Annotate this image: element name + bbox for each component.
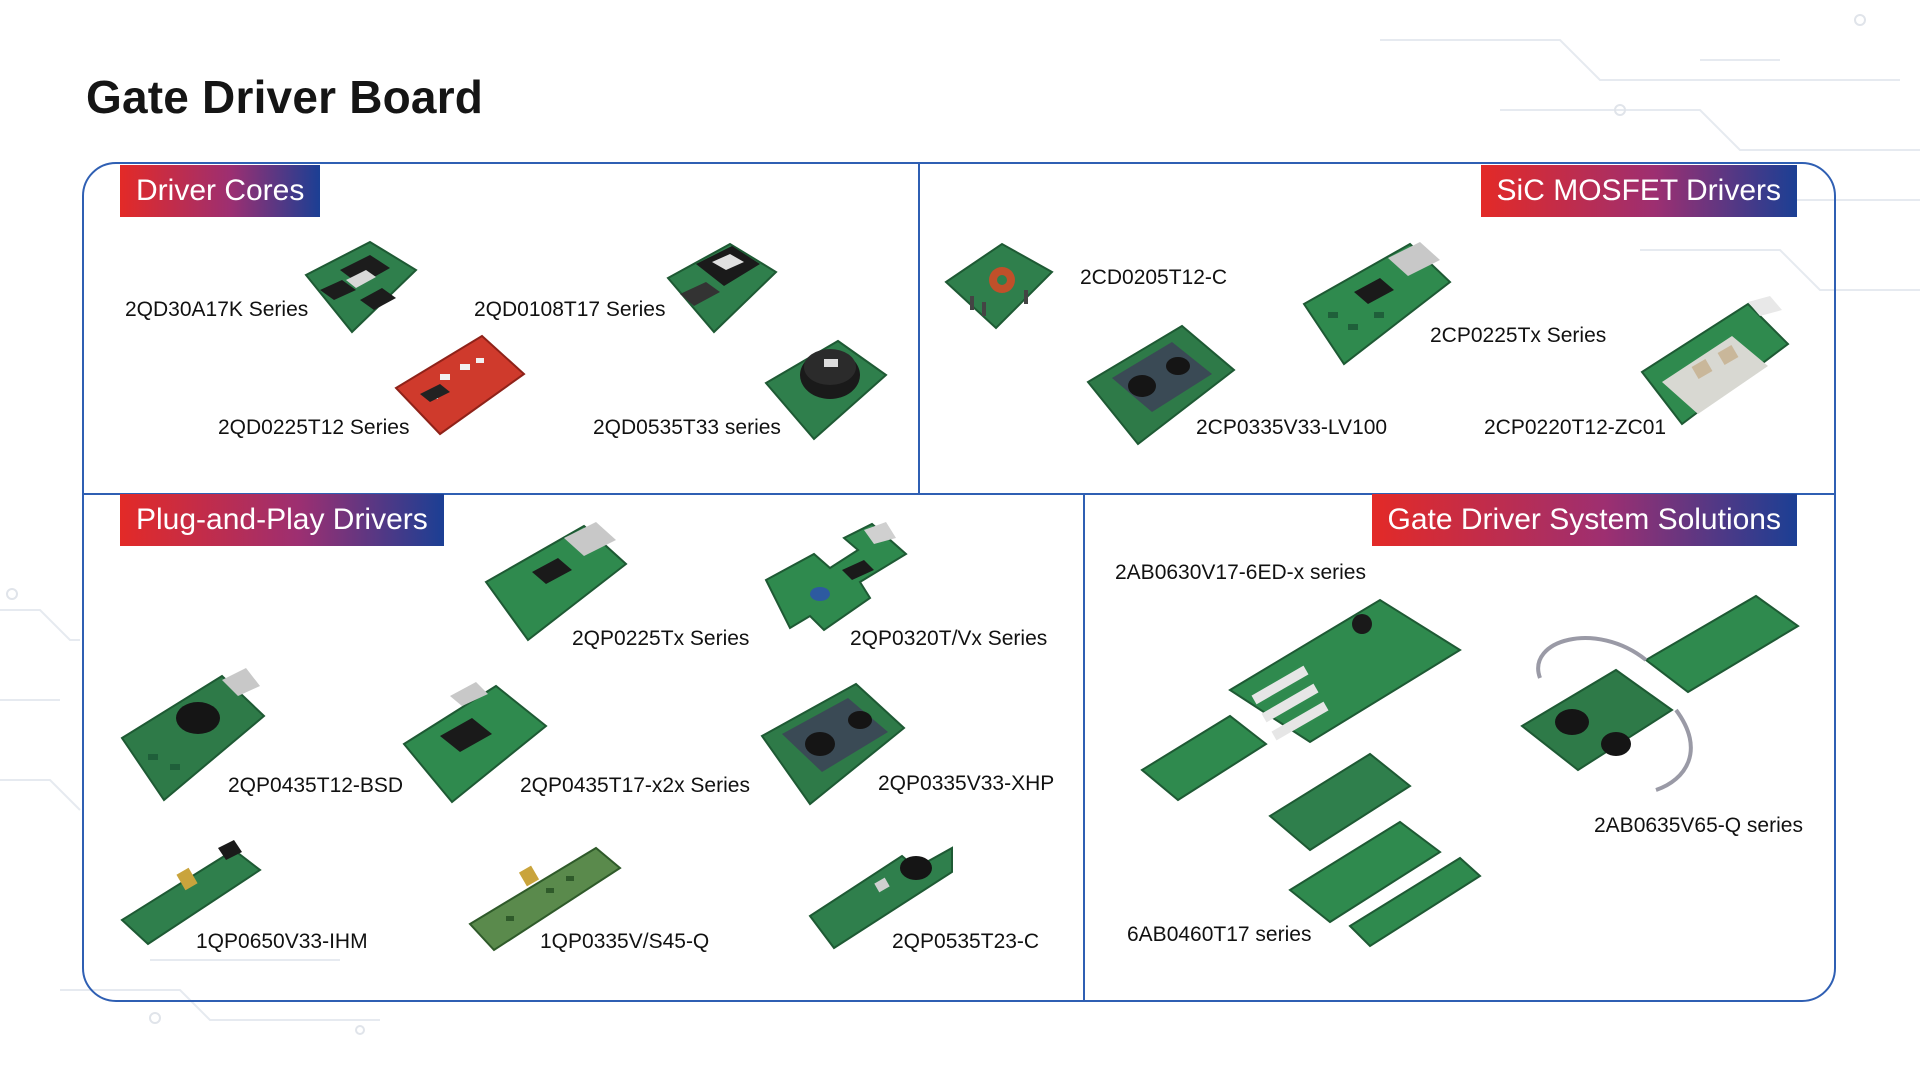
section-title-gate-driver-system-solutions: Gate Driver System Solutions: [1371, 494, 1797, 546]
board-image-2qp0320t-vx: [764, 522, 908, 632]
product-label: 6AB0460T17 series: [1127, 923, 1312, 946]
product-label: 2CP0225Tx Series: [1430, 324, 1607, 347]
product-label: 2QP0320T/Vx Series: [850, 627, 1048, 650]
section-title-sic-mosfet-drivers: SiC MOSFET Drivers: [1480, 165, 1797, 217]
product-label: 2QD0108T17 Series: [474, 298, 666, 321]
product-label: 2QP0435T12-BSD: [228, 774, 404, 797]
board-image-2qp0335v33-xhp: [760, 682, 906, 806]
board-image-2qd0108t17: [666, 242, 778, 334]
product-label: 2QD0225T12 Series: [218, 416, 410, 439]
product-label: 2QP0335V33-XHP: [878, 772, 1055, 795]
product-label: 2CD0205T12-C: [1080, 266, 1228, 289]
product-label: 2CP0220T12-ZC01: [1484, 416, 1667, 439]
product-label: 2QD0535T33 series: [593, 416, 781, 439]
board-image-2qp0435t17-x2x: [402, 682, 548, 804]
board-image-2cp0220t12-zc01: [1640, 296, 1790, 426]
product-label: 2QD30A17K Series: [125, 298, 309, 321]
product-label: 1QP0335V/S45-Q: [540, 930, 710, 953]
product-label: 2CP0335V33-LV100: [1196, 416, 1388, 439]
board-image-2qd30a17k: [304, 240, 418, 334]
section-title-plug-and-play-drivers: Plug-and-Play Drivers: [120, 494, 444, 546]
board-image-2qp0435t12-bsd: [120, 668, 266, 802]
page-title: Gate Driver Board: [86, 71, 484, 123]
board-image-2cp0335v33-lv100: [1086, 324, 1236, 446]
board-image-2qp0535t23-c: [808, 846, 953, 950]
product-label: 2QP0225Tx Series: [572, 627, 750, 650]
board-image-1qp0335v-s45-q: [468, 846, 622, 952]
product-label: 2AB0635V65-Q series: [1594, 814, 1803, 837]
board-image-2cd0205t12-c: [944, 242, 1054, 330]
vertical-divider-top: [918, 163, 920, 494]
vertical-divider-bottom: [1083, 494, 1085, 1001]
board-image-2cp0225tx: [1302, 242, 1452, 366]
board-image-1qp0650v33-ihm: [120, 840, 262, 946]
board-image-2ab0630v17-6ed-x: [1140, 598, 1482, 948]
horizontal-divider: [83, 493, 1835, 495]
board-image-2qd0225t12: [394, 334, 526, 436]
product-label: 1QP0650V33-IHM: [196, 930, 368, 953]
board-image-2qd0535t33: [764, 339, 888, 441]
product-label: 2QP0435T17-x2x Series: [520, 774, 750, 797]
section-title-driver-cores: Driver Cores: [120, 165, 321, 217]
product-grid-frame: [82, 162, 1836, 1002]
product-label: 2QP0535T23-C: [892, 930, 1040, 953]
board-image-2ab0635v65-q: [1520, 594, 1800, 792]
board-image-2qp0225tx: [484, 522, 628, 642]
product-label: 2AB0630V17-6ED-x series: [1115, 561, 1366, 584]
